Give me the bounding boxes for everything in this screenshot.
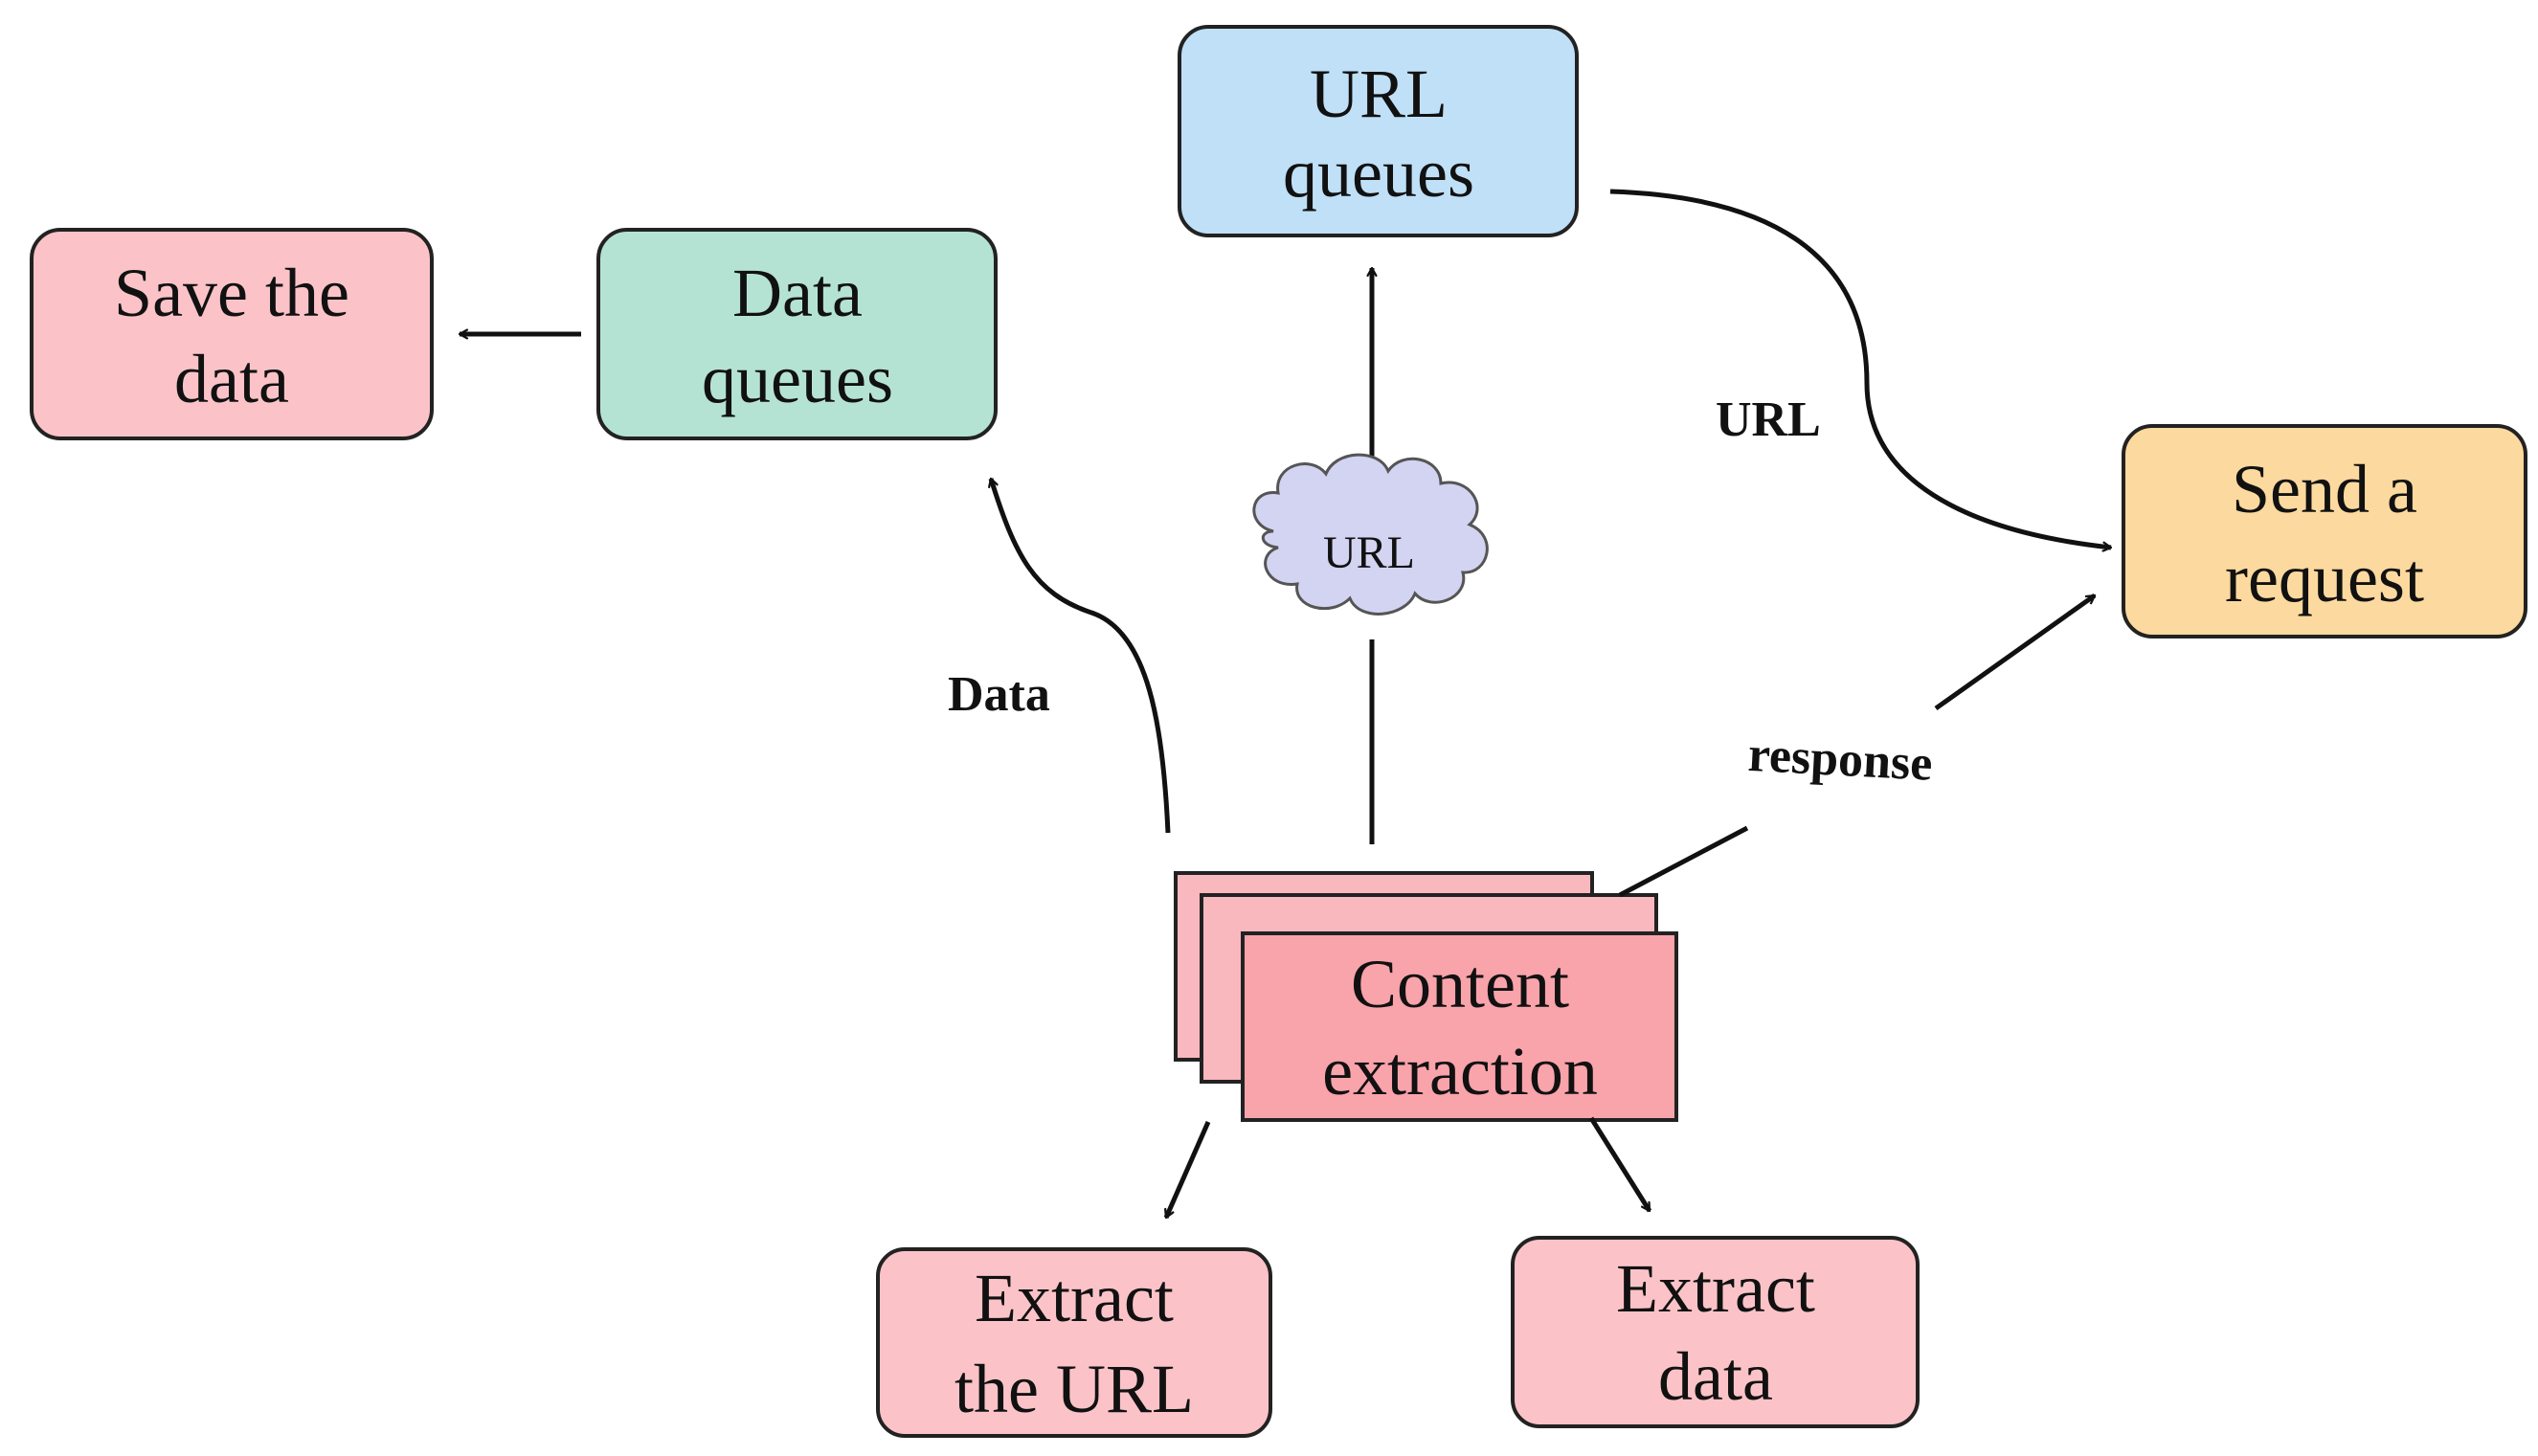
url-queues-box: [1178, 25, 1579, 237]
save-data-label-line1: Save the: [114, 255, 349, 331]
url-queues-label-line1: URL: [1310, 56, 1448, 132]
data-queues-label-line1: Data: [732, 255, 863, 331]
url-queues-label-line2: queues: [1283, 135, 1474, 212]
arrow-response-to-send-request: [1934, 593, 2095, 711]
arrow-content-to-extract-url: [1163, 1120, 1211, 1218]
url-cloud: URL: [1252, 453, 1489, 616]
extract-data-label-line2: data: [1658, 1338, 1773, 1415]
extract-data-box: [1511, 1236, 1920, 1428]
send-request-box: [2122, 424, 2527, 638]
arrow-content-to-extract-data: [1588, 1116, 1652, 1211]
extract-url-label-line2: the URL: [955, 1351, 1194, 1427]
url-cloud-shape: [1252, 453, 1489, 616]
save-data-label-line2: data: [174, 341, 289, 417]
url-queues-node: URL queues: [1178, 25, 1579, 237]
extract-data-label-line1: Extract: [1616, 1250, 1815, 1327]
connector-content-to-response: [1618, 825, 1749, 898]
content-extraction-label-line1: Content: [1351, 946, 1569, 1022]
data-queues-label-line2: queues: [702, 341, 893, 417]
data-edge-label: Data: [948, 667, 1050, 722]
content-extraction-label-line2: extraction: [1322, 1033, 1598, 1109]
content-extraction-front-page: [1241, 931, 1678, 1122]
extract-url-label-line1: Extract: [975, 1260, 1174, 1336]
extract-url-node: Extract the URL: [876, 1247, 1272, 1438]
response-edge-label: response: [1747, 728, 1934, 792]
save-data-box: [30, 228, 434, 440]
content-extraction-node: Content extraction: [1174, 871, 1678, 1122]
url-edge-label: URL: [1716, 392, 1821, 447]
extract-data-node: Extract data: [1511, 1236, 1920, 1428]
data-queues-box: [596, 228, 998, 440]
url-cloud-label: URL: [1323, 527, 1415, 578]
data-queues-node: Data queues: [596, 228, 998, 440]
save-data-node: Save the data: [30, 228, 434, 440]
arrow-content-to-data-queues: [991, 479, 1171, 834]
arrow-url-queues-to-send-request: [1609, 189, 2111, 548]
send-request-label-line1: Send a: [2232, 451, 2417, 527]
extract-url-box: [876, 1247, 1272, 1438]
send-request-label-line2: request: [2225, 540, 2424, 616]
send-request-node: Send a request: [2122, 424, 2527, 638]
